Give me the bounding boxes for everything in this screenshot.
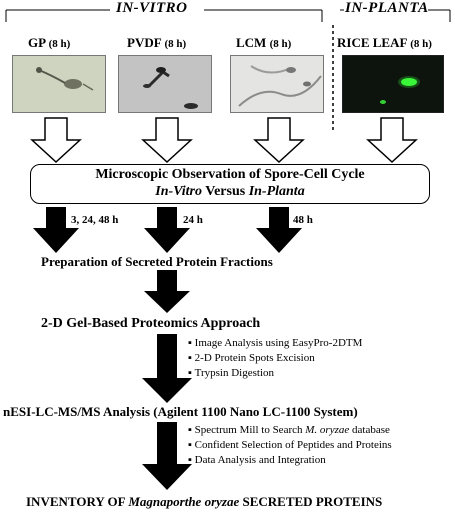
ms-bullet-list: Spectrum Mill to Search M. oryzae databa… [188,423,392,468]
step-ms-analysis: nESI-LC-MS/MS Analysis (Agilent 1100 Nan… [3,404,358,420]
timepoint-pvdf: 24 h [183,214,203,226]
arrow-to-gel [144,270,190,313]
arrow-to-inventory [142,422,192,490]
gel-bullet-item: 2-D Protein Spots Excision [188,351,362,366]
timepoint-lcm: 48 h [293,214,313,226]
step-preparation: Preparation of Secreted Protein Fraction… [41,254,273,270]
gel-bullet-list: Image Analysis using EasyPro-2DTM 2-D Pr… [188,336,362,381]
ms-bullet-item: Data Analysis and Integration [188,453,392,468]
gel-bullet-item: Trypsin Digestion [188,366,362,381]
step-gel-proteomics: 2-D Gel-Based Proteomics Approach [41,316,260,332]
timepoint-gp: 3, 24, 48 h [71,214,118,226]
arrow-to-ms [142,334,192,403]
ms-bullet-item: Confident Selection of Peptides and Prot… [188,438,392,453]
ms-bullet-item: Spectrum Mill to Search M. oryzae databa… [188,423,392,438]
gel-bullet-item: Image Analysis using EasyPro-2DTM [188,336,362,351]
step-inventory: INVENTORY OF Magnaporthe oryzae SECRETED… [26,494,382,510]
